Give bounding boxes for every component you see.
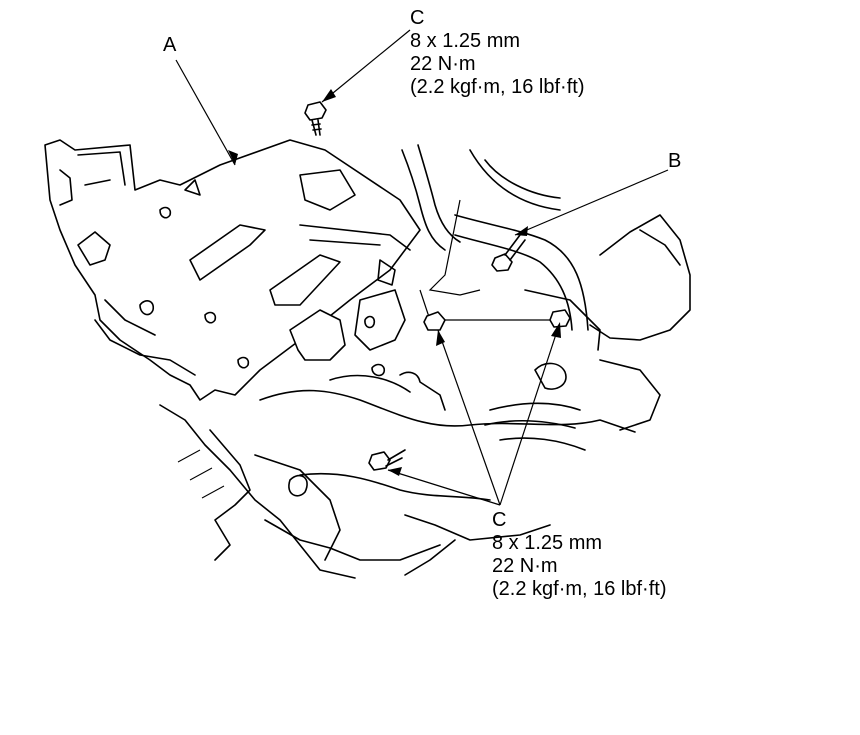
- callout-a-letter: A: [163, 34, 177, 56]
- bolt-c-right: [549, 309, 571, 328]
- bolt-c-top: [304, 101, 327, 136]
- bolt-c-left: [423, 311, 446, 331]
- callout-c-bottom-letter: C: [492, 509, 507, 531]
- transmission-housing: [159, 404, 551, 579]
- bracket-a: [44, 139, 421, 401]
- callout-label-c-bottom: C 8 x 1.25 mm 22 N·m (2.2 kgf·m, 16 lbf·…: [492, 509, 667, 601]
- callout-c-top-leader: [321, 29, 411, 103]
- bolt-c-bottom: [368, 449, 406, 471]
- mounting-strip: [289, 289, 446, 411]
- callout-c-top-torque-alt: (2.2 kgf·m, 16 lbf·ft): [410, 76, 585, 98]
- callout-c-top-letter: C: [410, 7, 425, 29]
- right-side-component: [524, 214, 691, 431]
- callout-label-c-top: C 8 x 1.25 mm 22 N·m (2.2 kgf·m, 16 lbf·…: [410, 7, 585, 99]
- c-bottom-leaders: [387, 199, 561, 506]
- underbody-panels: [259, 374, 636, 501]
- callout-label-b: B: [668, 150, 681, 173]
- bolt-b: [491, 234, 526, 272]
- callout-b-letter: B: [668, 150, 682, 172]
- callout-a-leader: [175, 59, 238, 166]
- callout-c-top-size: 8 x 1.25 mm: [410, 30, 521, 52]
- callout-label-a: A: [163, 34, 176, 57]
- callout-c-bottom-arrowheads: [388, 322, 561, 476]
- callout-c-bottom-size: 8 x 1.25 mm: [492, 532, 603, 554]
- callout-c-top-torque-nm: 22 N·m: [410, 53, 476, 75]
- callout-c-bottom-torque-nm: 22 N·m: [492, 555, 558, 577]
- callout-b-leader: [514, 169, 669, 236]
- callout-c-bottom-torque-alt: (2.2 kgf·m, 16 lbf·ft): [492, 578, 667, 600]
- hoses: [401, 144, 589, 451]
